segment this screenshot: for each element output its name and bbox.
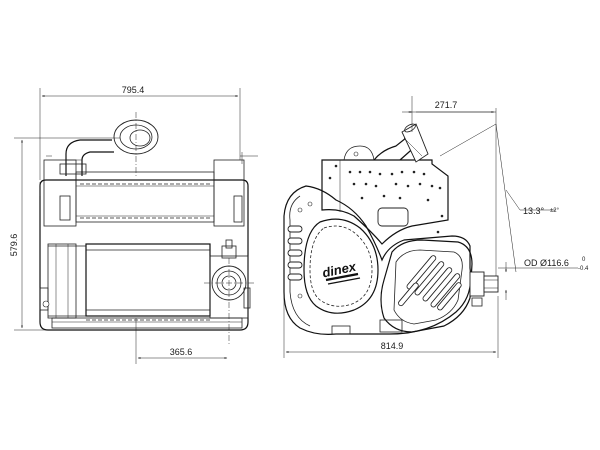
outlet-diameter-label: OD Ø116.6: [524, 258, 569, 268]
side-width-dimension: 814.9: [283, 296, 499, 358]
dinex-logo: dinex: [321, 259, 361, 285]
front-partial-width-dimension: 365.6: [135, 318, 228, 364]
front-width-dimension: 795.4: [39, 85, 241, 180]
side-slots: [287, 225, 303, 281]
side-offset-label: 271.7: [435, 100, 458, 110]
angle-label: 13.3°: [523, 206, 545, 216]
outlet-diameter-dimension: OD Ø116.6 0 -0.4: [498, 257, 589, 300]
angle-dimension: 13.3° ±2°: [439, 123, 560, 273]
mounting-holes: [328, 164, 444, 234]
front-width-label: 795.4: [122, 85, 145, 95]
outlet-tolerance-upper: 0: [582, 257, 586, 263]
angle-tolerance-label: ±2°: [550, 208, 560, 214]
front-height-label: 579.6: [9, 234, 19, 257]
cylinder-slots: [398, 255, 462, 311]
front-partial-width-label: 365.6: [170, 347, 193, 357]
side-view: dinex: [283, 123, 499, 335]
side-offset-dimension: 271.7: [402, 96, 497, 276]
outlet-tolerance-lower: -0.4: [578, 266, 589, 272]
front-height-dimension: 579.6: [9, 137, 120, 331]
front-view: [39, 112, 258, 344]
side-width-label: 814.9: [381, 341, 404, 351]
